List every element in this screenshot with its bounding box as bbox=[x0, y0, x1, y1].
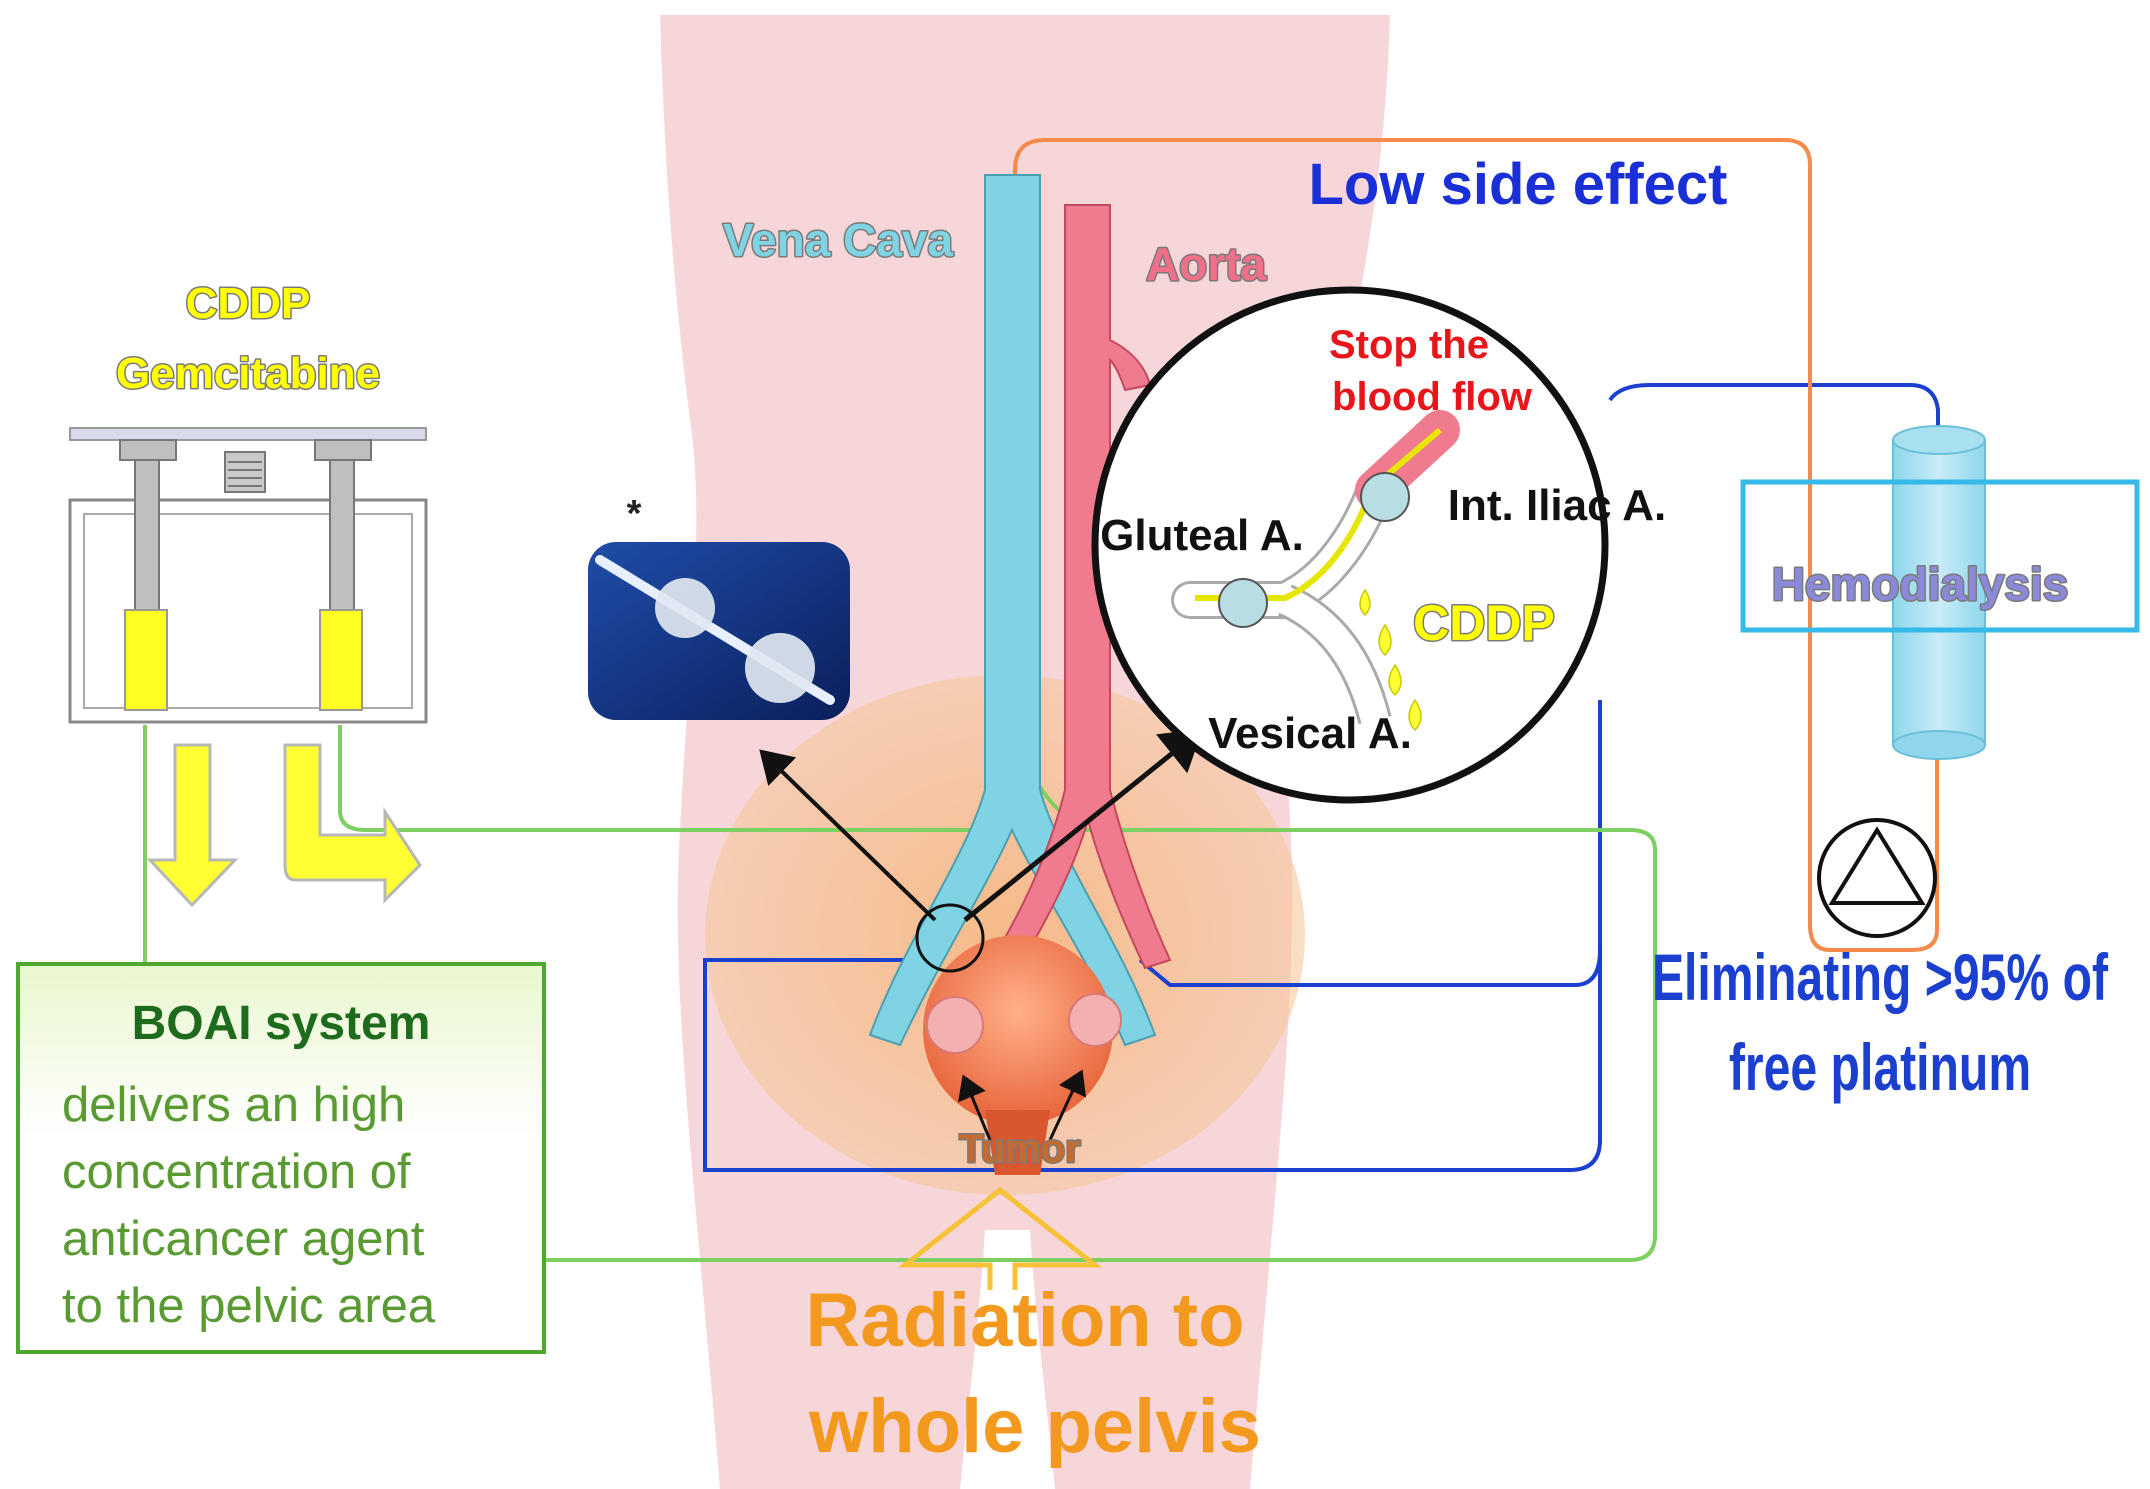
label-radiation-2: whole pelvis bbox=[808, 1384, 1261, 1469]
label-stop-blood-flow-2: blood flow bbox=[1332, 375, 1533, 419]
boai-title: BOAI system bbox=[131, 997, 431, 1050]
boai-desc-line-1: delivers an high bbox=[62, 1078, 406, 1132]
balloon-catheter-photo bbox=[588, 542, 850, 720]
yellow-arrow-right bbox=[283, 743, 422, 904]
blue-circuit-line-2 bbox=[1138, 700, 1602, 987]
radiation-arrow bbox=[897, 1186, 1103, 1290]
label-eliminating-1: Eliminating >95% of bbox=[1652, 942, 2109, 1015]
label-aorta: Aorta bbox=[1146, 238, 1267, 290]
label-drugs-gemcitabine: Gemcitabine bbox=[116, 349, 380, 398]
label-stop-blood-flow-1: Stop the bbox=[1329, 323, 1489, 367]
boai-system-box: BOAI system delivers an high concentrati… bbox=[16, 962, 546, 1354]
boai-description: delivers an high concentration of antica… bbox=[62, 1072, 532, 1340]
radiation-field bbox=[705, 675, 1305, 1195]
blue-circuit-line bbox=[703, 700, 1602, 1172]
drug-pump bbox=[68, 427, 428, 724]
blood-pump bbox=[1817, 818, 1937, 938]
label-vesical: Vesical A. bbox=[1208, 709, 1412, 758]
boai-desc-line-2: concentration of bbox=[62, 1145, 411, 1199]
magnifier-circle bbox=[915, 903, 985, 973]
label-low-side-effect: Low side effect bbox=[1309, 152, 1728, 217]
zoom-arrow-to-inset bbox=[963, 728, 1203, 922]
label-int-iliac: Int. Iliac A. bbox=[1448, 481, 1666, 530]
label-eliminating-2: free platinum bbox=[1729, 1032, 2031, 1105]
yellow-arrow-down bbox=[146, 743, 239, 908]
boai-desc-line-4: to the pelvic area bbox=[62, 1279, 436, 1333]
label-radiation-1: Radiation to bbox=[805, 1278, 1244, 1363]
blue-circuit-to-dialysis bbox=[1608, 383, 1954, 457]
label-asterisk: * bbox=[627, 493, 642, 535]
boai-desc-line-3: anticancer agent bbox=[62, 1212, 425, 1266]
tumor-mass-left bbox=[926, 996, 984, 1054]
vena-cava bbox=[868, 174, 1157, 1047]
tumor-arrow-left bbox=[958, 1074, 992, 1141]
tumor-mass-right bbox=[1068, 993, 1122, 1047]
label-gluteal: Gluteal A. bbox=[1100, 511, 1304, 560]
zoom-arrow-to-photo bbox=[759, 749, 937, 922]
label-cddp-inset: CDDP bbox=[1413, 595, 1555, 651]
inset-circle bbox=[1091, 286, 1609, 804]
tumor-arrow-right bbox=[1048, 1069, 1087, 1141]
label-tumor: Tumor bbox=[959, 1127, 1080, 1171]
label-vena-cava: Vena Cava bbox=[723, 214, 954, 266]
label-drugs-cddp: CDDP bbox=[186, 279, 311, 328]
orange-return-line bbox=[999, 138, 1939, 952]
cervix bbox=[985, 1110, 1050, 1175]
label-hemodialysis: Hemodialysis bbox=[1772, 558, 2069, 610]
hemodialysis-unit bbox=[1740, 425, 2140, 760]
